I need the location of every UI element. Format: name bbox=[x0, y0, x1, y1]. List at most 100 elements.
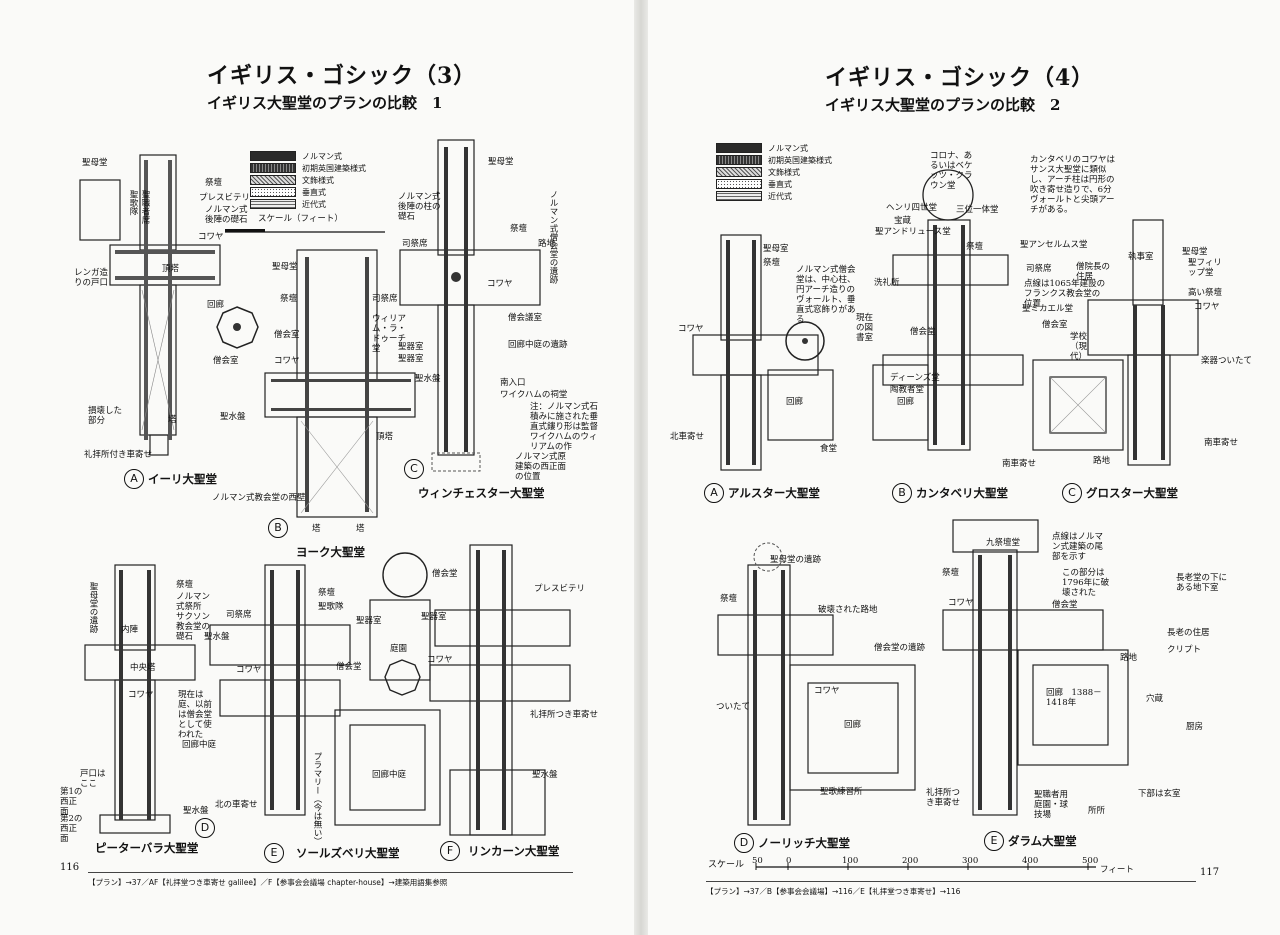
canterbury-label: 陶教者堂 bbox=[890, 385, 925, 395]
salisbury-label: 僧会堂 bbox=[336, 662, 362, 672]
legend-swatch-decorated bbox=[250, 175, 296, 185]
plan-letter: E bbox=[984, 831, 1004, 851]
norwich-label: 聖母堂の遺跡 bbox=[770, 555, 822, 565]
york-label: 祭壇 bbox=[280, 294, 298, 304]
plan-letter: B bbox=[268, 518, 288, 538]
style-legend: ノルマン式 初期英国建築様式 文飾様式 垂直式 近代式 bbox=[716, 142, 832, 202]
peterborough-label: 回廊中庭 bbox=[182, 740, 217, 750]
norwich-label: コワヤ bbox=[814, 686, 840, 696]
page-subtitle: イギリス大聖堂のプランの比較 2 bbox=[825, 96, 1061, 114]
york-label: 聖母堂 bbox=[272, 262, 298, 272]
plan-name: グロスター大聖堂 bbox=[1086, 486, 1178, 500]
peterborough-label: 第2の西正面 bbox=[60, 814, 83, 844]
page-title: イギリス・ゴシック（4） bbox=[825, 65, 1095, 91]
wells-label: コワヤ bbox=[678, 324, 704, 334]
lincoln-label: 庭園 bbox=[390, 644, 408, 654]
ely-label: 聖母堂 bbox=[82, 158, 108, 168]
plan-name: ソールズベリ大聖堂 bbox=[296, 846, 400, 860]
salisbury-label: 祭壇 bbox=[318, 588, 336, 598]
peterborough-label: サクソン教会堂の礎石 bbox=[176, 612, 211, 642]
plan-name: アルスター大聖堂 bbox=[728, 486, 820, 500]
footnote: 【プラン】→37／B【参事会会議場】→116／E【礼拝堂つき車寄せ】→116 bbox=[706, 887, 961, 896]
legend-swatch-norman bbox=[250, 151, 296, 161]
legend-swatch-perpendicular bbox=[716, 179, 762, 189]
durham-label: 下部は玄室 bbox=[1138, 789, 1181, 799]
plan-letter: A bbox=[124, 469, 144, 489]
york-label: 塔 bbox=[312, 524, 321, 534]
legend-swatch-modern bbox=[250, 199, 296, 209]
canterbury-label: 現在の図書室 bbox=[856, 313, 874, 343]
book-gutter bbox=[634, 0, 648, 935]
peterborough-label: コワヤ bbox=[128, 690, 154, 700]
legend-label: 初期英国建築様式 bbox=[302, 163, 366, 173]
plan-letter: C bbox=[1062, 483, 1082, 503]
winchester-label: 回廊中庭の遺跡 bbox=[508, 340, 568, 350]
ely-label: 頂塔 bbox=[162, 264, 180, 274]
wells-label: 北車寄せ bbox=[670, 432, 705, 442]
lincoln-label: プレスビテリ bbox=[534, 584, 586, 594]
plan-name: ヨーク大聖堂 bbox=[296, 545, 365, 559]
plan-letter: F bbox=[440, 841, 460, 861]
lincoln-plan-drawing bbox=[369, 544, 571, 836]
legend-label: ノルマン式 bbox=[302, 151, 342, 161]
durham-label: この部分は1796年に破壊された bbox=[1062, 568, 1110, 598]
lincoln-label: 聖器室 bbox=[421, 612, 447, 622]
york-label: 僧会室 bbox=[274, 330, 300, 340]
legend-swatch-early-english bbox=[250, 163, 296, 173]
gloucester-label: 聖母堂 bbox=[1182, 247, 1208, 257]
canterbury-label: 僧会堂 bbox=[910, 327, 936, 337]
ely-label: 塔 bbox=[168, 415, 177, 425]
winchester-label: ノルマン式後陣の柱の礎石 bbox=[398, 192, 441, 222]
legend-label: ノルマン式 bbox=[768, 143, 808, 153]
canterbury-label: 点線は1065年建設のフランクス教会堂の位置 bbox=[1024, 279, 1106, 309]
gloucester-plan-drawing bbox=[1032, 219, 1199, 466]
norwich-label: 聖歌練習所 bbox=[820, 787, 863, 797]
footer-rule bbox=[706, 881, 1196, 882]
winchester-label: コワヤ bbox=[487, 279, 513, 289]
canterbury-label: ヘンリ四世堂 bbox=[886, 203, 938, 213]
style-legend: ノルマン式 初期英国建築様式 文飾様式 垂直式 近代式 bbox=[250, 150, 366, 210]
durham-label: 九祭壇堂 bbox=[986, 538, 1021, 548]
plan-letter: C bbox=[404, 459, 424, 479]
plan-name: イーリ大聖堂 bbox=[148, 472, 217, 486]
legend-swatch-early-english bbox=[716, 155, 762, 165]
salisbury-label: 北の車寄せ bbox=[215, 800, 258, 810]
legend-label: 初期英国建築様式 bbox=[768, 155, 832, 165]
ely-label: プレスビテリ bbox=[199, 193, 251, 203]
wells-label: 食堂 bbox=[820, 444, 838, 454]
york-label: ノルマン式教会堂の西壁 bbox=[212, 493, 306, 503]
canterbury-label: 聖アンドリュース堂 bbox=[875, 227, 951, 237]
page-number: 117 bbox=[1200, 867, 1220, 878]
norwich-plan-drawing bbox=[717, 542, 916, 826]
york-label: ウィリアム・ラ・ドゥーチ堂 bbox=[372, 314, 407, 354]
york-label: 聖水盤 bbox=[415, 374, 441, 384]
gloucester-label: 執事室 bbox=[1128, 252, 1154, 262]
plan-letter: D bbox=[195, 818, 215, 838]
salisbury-plan-drawing bbox=[209, 564, 441, 826]
scale-label: スケール bbox=[708, 860, 745, 870]
salisbury-label: プラマリー（今は無い） bbox=[312, 752, 322, 846]
canterbury-label: 回廊 bbox=[897, 397, 915, 407]
peterborough-label: 内陣 bbox=[121, 625, 139, 635]
durham-label: 回廊 1388－1418年 bbox=[1046, 688, 1102, 708]
norwich-label: 回廊 bbox=[844, 720, 862, 730]
left-page: イギリス・ゴシック（3） イギリス大聖堂のプランの比較 1 ノルマン式 初期英国… bbox=[0, 0, 634, 935]
winchester-label: ワイクハムの祠堂 bbox=[500, 390, 568, 400]
ely-label: 聖歌隊 bbox=[128, 190, 138, 216]
lincoln-label: コワヤ bbox=[427, 655, 453, 665]
ely-label: 回廊 bbox=[207, 300, 225, 310]
canterbury-label: 南車寄せ bbox=[1002, 459, 1037, 469]
durham-label: 長老堂の下にある地下室 bbox=[1176, 573, 1228, 593]
wells-label: ノルマン式僧会堂は、中心柱、円アーチ造りのヴォールト、垂直式窓飾りがある bbox=[796, 265, 856, 325]
durham-label: 穴蔵 bbox=[1146, 694, 1164, 704]
gloucester-label: 楽器ついたて bbox=[1201, 356, 1253, 366]
lincoln-label: 礼拝所つき車寄せ bbox=[530, 710, 599, 720]
ely-label: 損壊した部分 bbox=[88, 406, 123, 426]
durham-label: クリプト bbox=[1167, 645, 1202, 655]
